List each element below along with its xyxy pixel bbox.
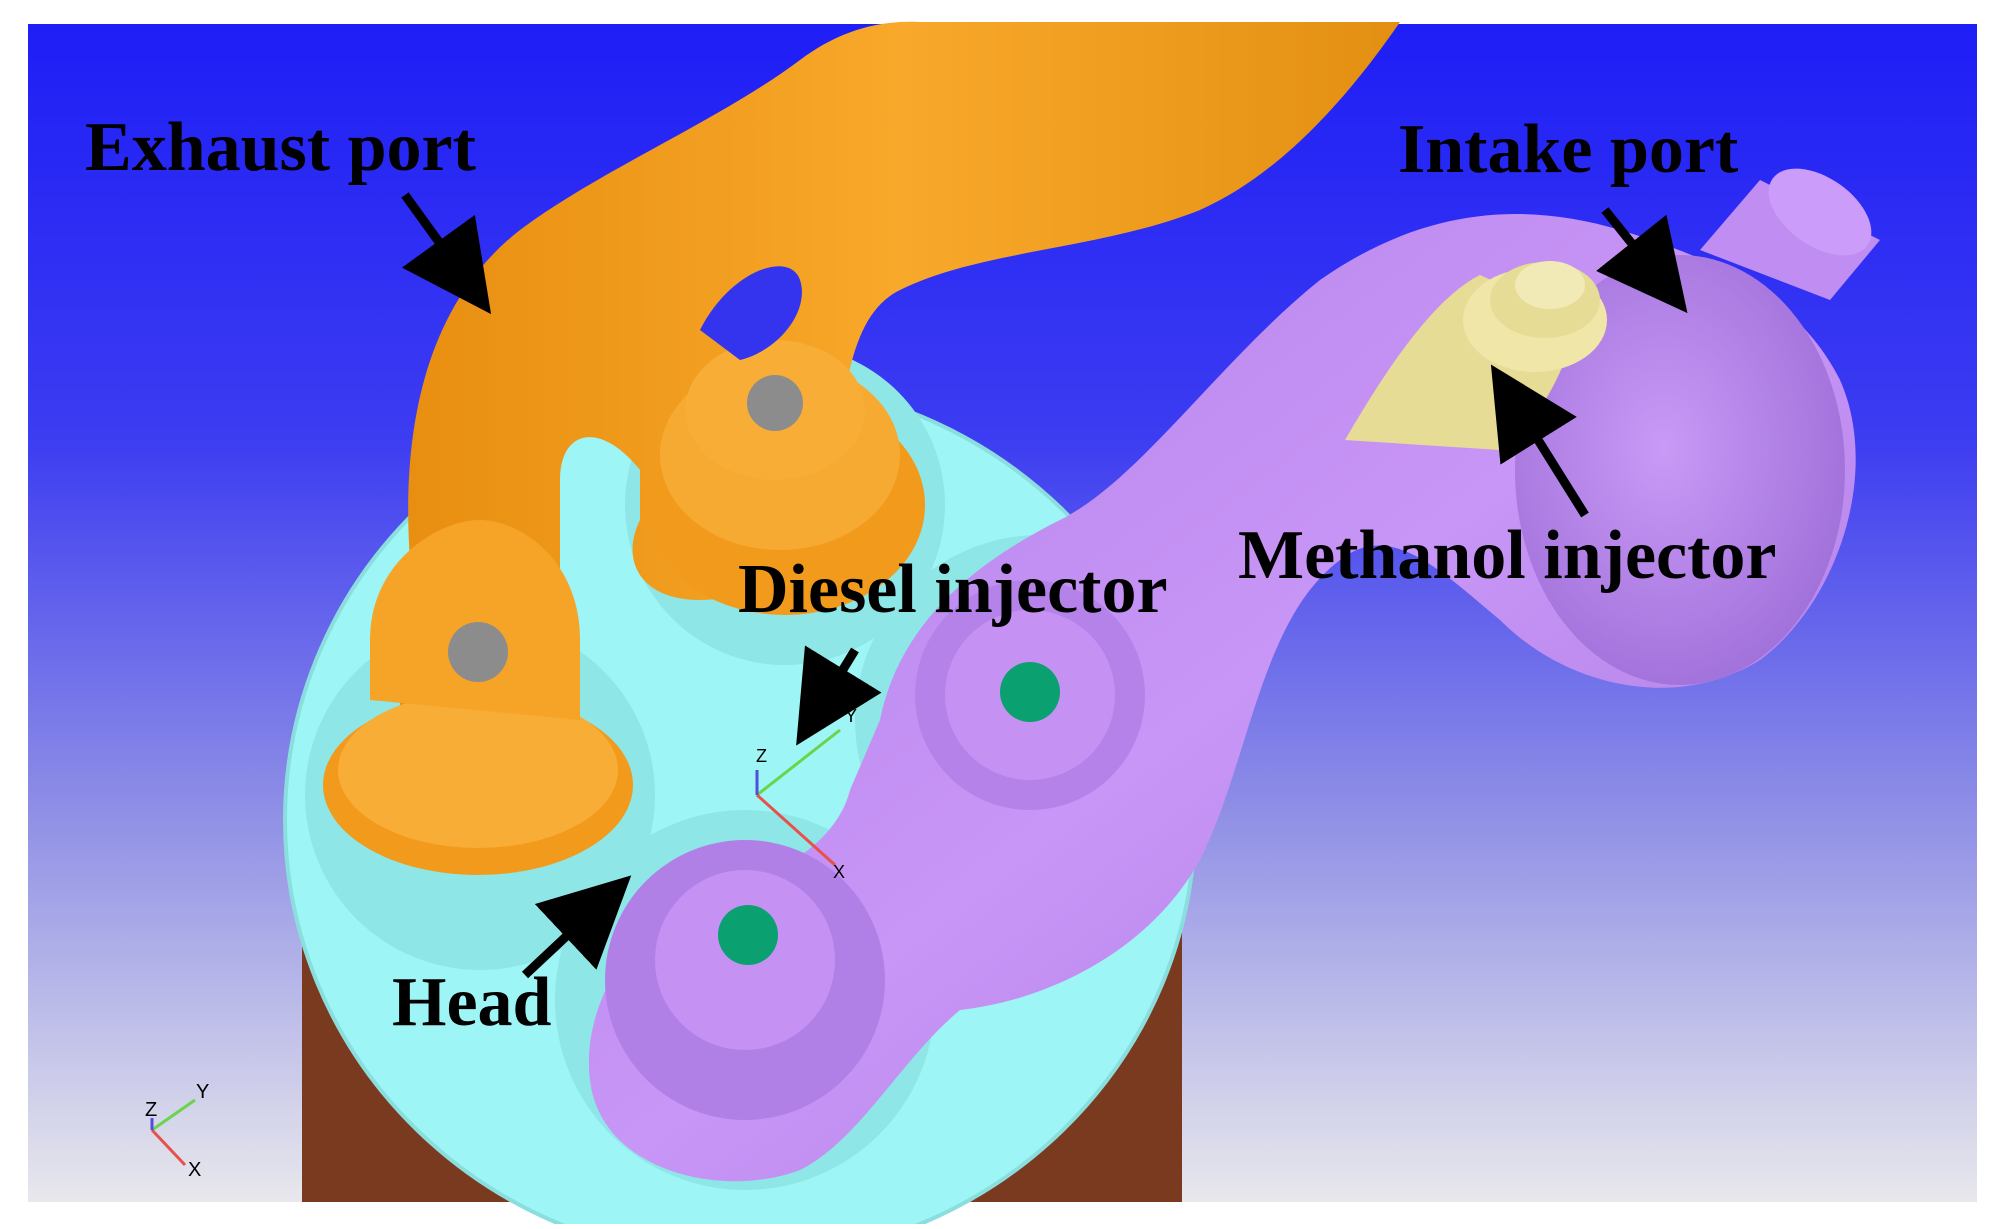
arrow-icon	[796, 645, 882, 746]
label-head: Head	[392, 964, 552, 1041]
arrow-icon	[521, 875, 632, 979]
label-methanol-injector: Methanol injector	[1238, 517, 1776, 594]
arrow-icon	[1596, 207, 1688, 314]
triad-x-label: X	[833, 862, 845, 882]
exhaust-port	[323, 21, 1400, 875]
label-exhaust-port: Exhaust port	[85, 109, 476, 186]
annotation-arrows	[401, 192, 1688, 979]
global-z-label: Z	[145, 1099, 157, 1121]
global-x-label: X	[188, 1159, 201, 1181]
global-y-label: Y	[196, 1081, 209, 1103]
triad-y-label: Y	[845, 706, 857, 726]
arrow-icon	[1490, 364, 1589, 518]
label-diesel-injector: Diesel injector	[738, 551, 1168, 628]
coordinate-triad-icon: Y X Z	[145, 1081, 209, 1181]
triad-z-label: Z	[756, 746, 767, 766]
label-intake-port: Intake port	[1398, 111, 1738, 188]
arrow-icon	[401, 192, 492, 315]
